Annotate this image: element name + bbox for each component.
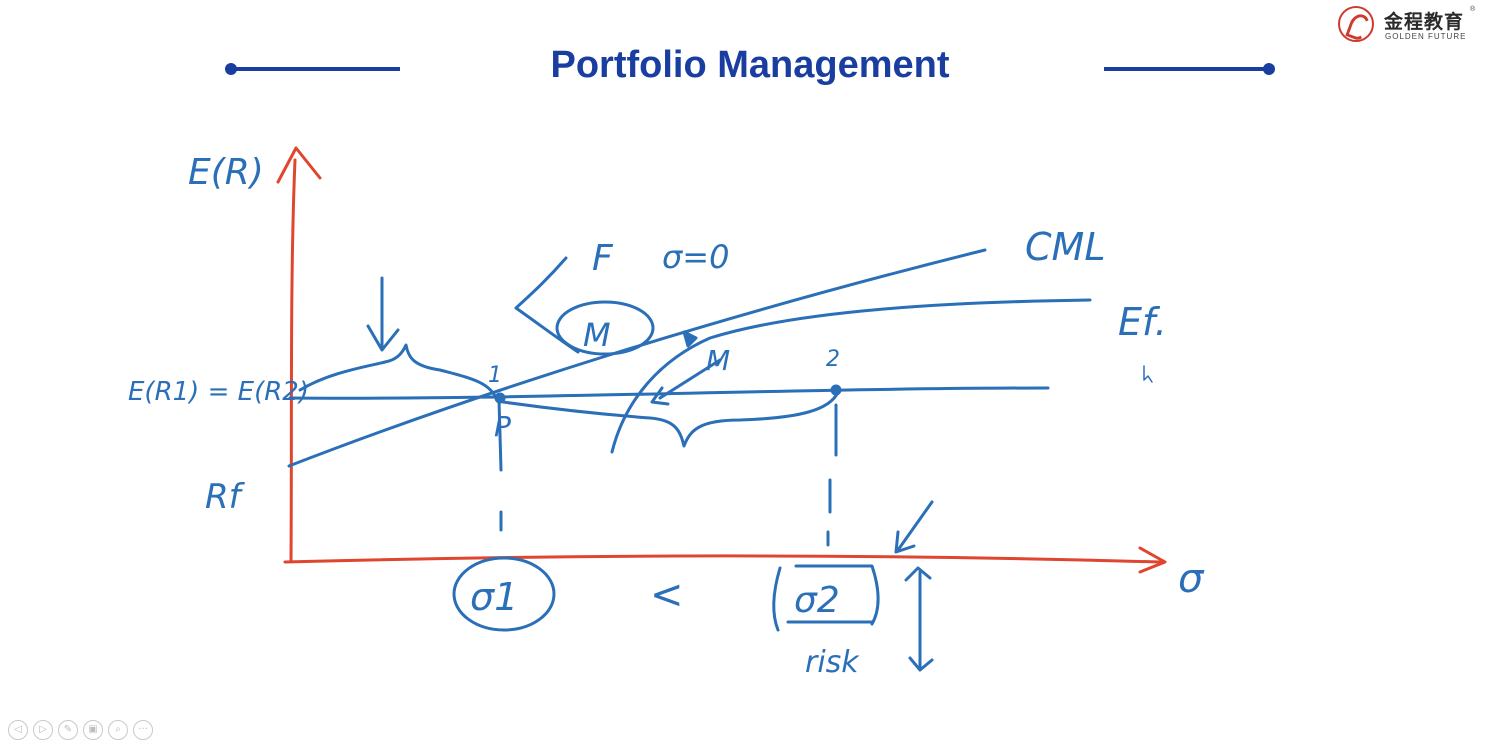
point-2-label: 2 xyxy=(826,347,840,372)
slides-overview-button[interactable]: ▣ xyxy=(83,720,103,740)
sigma2-label: σ2 xyxy=(794,580,840,621)
brace-left xyxy=(298,343,499,402)
intersection-dot-1 xyxy=(494,392,506,404)
prev-slide-button[interactable]: ◁ xyxy=(8,720,28,740)
equal-returns-label: E(R1) = E(R2) xyxy=(128,377,309,407)
title-rule-right xyxy=(1104,67,1270,71)
ef-label: Ef. xyxy=(1118,300,1167,344)
m-point-marker xyxy=(682,330,698,348)
sigma-zero-label: σ=0 xyxy=(662,238,729,276)
x-axis xyxy=(283,554,1162,564)
company-logo: 金程教育 GOLDEN FUTURE ® xyxy=(1338,6,1478,46)
logo-cn-text: 金程教育 xyxy=(1384,11,1465,33)
logo-registered-mark: ® xyxy=(1470,6,1476,13)
logo-en-text: GOLDEN FUTURE xyxy=(1385,32,1467,41)
cml-label: CML xyxy=(1025,225,1106,269)
sigma1-circle xyxy=(452,556,556,632)
sigma1-label: σ1 xyxy=(470,575,518,619)
dash-p-1 xyxy=(497,398,503,472)
title-rule-dot-right xyxy=(1263,63,1275,75)
p-label: P xyxy=(494,410,511,443)
pointer-f xyxy=(514,256,580,354)
y-axis xyxy=(289,158,297,562)
prev-icon: ◁ xyxy=(14,724,22,735)
cursor-icon xyxy=(1143,365,1153,383)
zoom-icon: ⌕ xyxy=(115,724,121,735)
pen-tool-button[interactable]: ✎ xyxy=(58,720,78,740)
more-icon: ··· xyxy=(138,724,148,735)
m-circled-label: M xyxy=(583,316,611,354)
brace-right xyxy=(501,390,840,448)
less-than-label: < xyxy=(650,572,684,618)
zoom-button[interactable]: ⌕ xyxy=(108,720,128,740)
slides-icon: ▣ xyxy=(88,724,98,735)
intersection-dot-2 xyxy=(830,384,842,396)
rf-label: Rf xyxy=(205,477,246,517)
risk-label: risk xyxy=(805,645,860,680)
y-axis-label: E(R) xyxy=(188,152,264,193)
title-rule-left xyxy=(232,67,400,71)
f-label: F xyxy=(592,238,614,279)
point-1-label: 1 xyxy=(488,363,502,388)
x-axis-label: σ xyxy=(1178,556,1205,602)
next-slide-button[interactable]: ▷ xyxy=(33,720,53,740)
title-rule-dot-left xyxy=(225,63,237,75)
horizontal-return-line xyxy=(288,386,1050,400)
sigma2-bracket xyxy=(772,564,880,632)
m-circle xyxy=(555,300,655,356)
m-point-label: M xyxy=(706,344,730,377)
pen-icon: ✎ xyxy=(63,724,73,735)
more-options-button[interactable]: ··· xyxy=(133,720,153,740)
arrow-sigma2 xyxy=(894,500,934,554)
next-icon: ▷ xyxy=(39,724,47,735)
slide-title: Portfolio Management xyxy=(550,44,950,86)
risk-arrow xyxy=(904,566,934,672)
y-axis-arrowhead xyxy=(276,146,322,184)
efficient-frontier-curve xyxy=(610,298,1092,454)
arrow-down-brace xyxy=(366,276,400,352)
logo-mark-icon xyxy=(1338,6,1374,42)
presentation-toolbar: ◁ ▷ ✎ ▣ ⌕ ··· xyxy=(8,720,153,746)
arrow-to-m xyxy=(650,358,722,406)
x-axis-arrowhead xyxy=(1138,546,1167,574)
